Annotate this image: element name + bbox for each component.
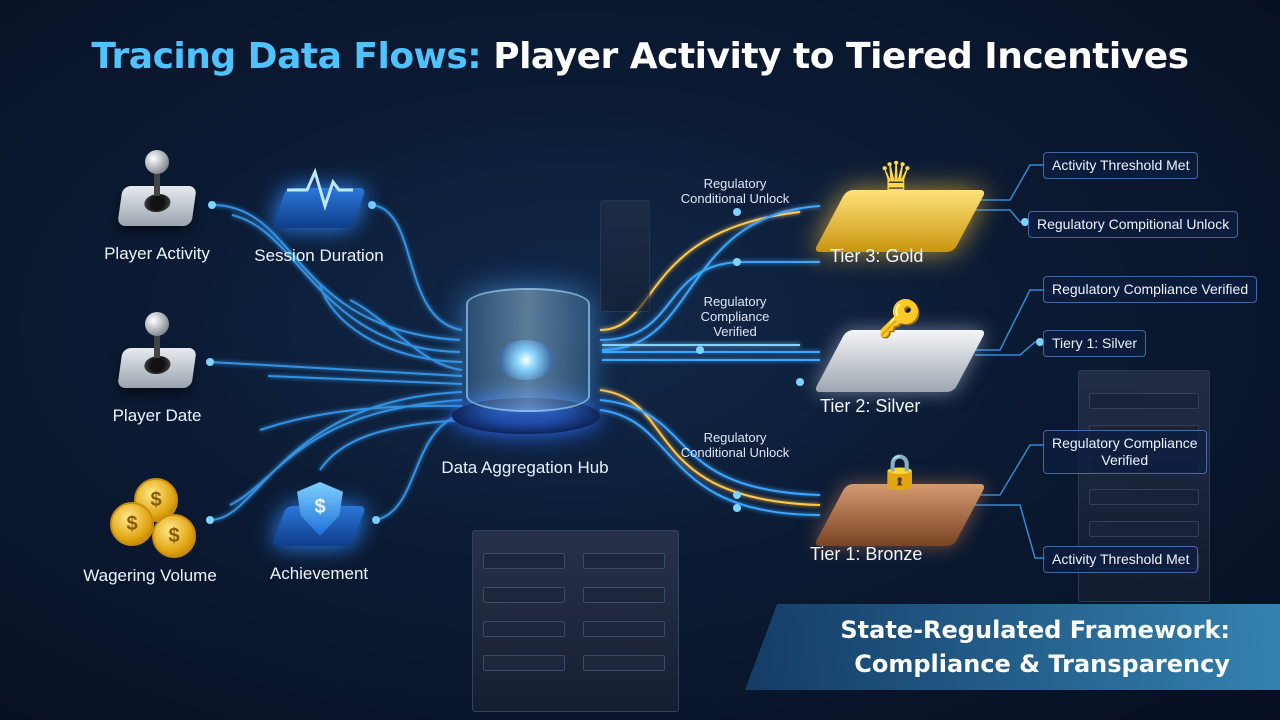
input-player-activity: Player Activity <box>92 148 222 264</box>
lock-icon: 🔒 <box>878 453 922 491</box>
framework-banner <box>745 604 1280 690</box>
banner-line: State-Regulated Framework: <box>840 616 1230 644</box>
flow-label-line: Regulatory <box>703 294 767 309</box>
callout-bronze-activity: Activity Threshold Met <box>1043 546 1199 573</box>
input-label: Player Activity <box>104 244 210 263</box>
hub-label: Data Aggregation Hub <box>441 458 609 477</box>
joystick-icon <box>112 148 202 238</box>
callout-bronze-compliance: Regulatory Compliance Verified <box>1043 430 1207 474</box>
wire-nodes <box>206 201 1044 524</box>
output-wires <box>599 205 821 516</box>
page-title: Tracing Data Flows: Player Activity to T… <box>0 36 1280 77</box>
input-label: Achievement <box>269 564 369 583</box>
tier-label: Tier 3: Gold <box>830 246 924 266</box>
flow-label-top: Regulatory Conditional Unlock <box>660 176 810 206</box>
flow-label-line: Verified <box>713 324 757 339</box>
flow-label-line: Conditional Unlock <box>680 445 790 460</box>
callout-line: Verified <box>1101 452 1149 468</box>
title-main: Player Activity to Tiered Incentives <box>493 36 1189 77</box>
flow-label-line: Conditional Unlock <box>680 191 790 206</box>
coins-icon: $ $ $ <box>102 476 198 560</box>
input-session-duration: Session Duration <box>254 160 384 266</box>
banner-line: Compliance & Transparency <box>854 650 1230 678</box>
callout-line: Regulatory Compliance <box>1052 435 1198 451</box>
title-accent: Tracing Data Flows: <box>91 36 482 77</box>
flow-label-low: Regulatory Conditional Unlock <box>660 430 810 460</box>
data-aggregation-hub <box>452 280 602 445</box>
input-player-date: Player Date <box>92 310 222 426</box>
crown-icon: ♛ <box>878 155 914 199</box>
input-label: Session Duration <box>254 246 384 265</box>
flow-label-mid: Regulatory Compliance Verified <box>670 294 800 339</box>
flow-label-line: Regulatory <box>703 430 767 445</box>
callout-silver-tier: Tiery 1: Silver <box>1043 330 1147 357</box>
heartbeat-icon <box>271 160 367 240</box>
key-icon: 🔑 <box>877 298 923 339</box>
flow-label-line: Compliance <box>700 309 770 324</box>
callout-gold-unlock: Regulatory Compitional Unlock <box>1028 211 1239 238</box>
shield-dollar-icon: $ <box>271 478 367 558</box>
input-wagering-volume: $ $ $ Wagering Volume <box>80 476 220 586</box>
input-label: Player Date <box>112 406 202 425</box>
server-stack <box>472 530 679 712</box>
joystick-icon <box>112 310 202 400</box>
tier-label: Tier 2: Silver <box>820 396 921 416</box>
tier-label: Tier 1: Bronze <box>810 544 923 564</box>
framework-banner-text: State-Regulated Framework: Compliance & … <box>760 613 1230 681</box>
callout-silver-compliance: Regulatory Compliance Verified <box>1043 276 1258 303</box>
server-rack-left <box>600 200 650 312</box>
input-label: Wagering Volume <box>83 566 217 585</box>
input-achievement: $ Achievement <box>254 478 384 584</box>
input-wires <box>209 204 463 521</box>
flow-label-line: Regulatory <box>703 176 767 191</box>
callout-gold-activity: Activity Threshold Met <box>1043 152 1199 179</box>
